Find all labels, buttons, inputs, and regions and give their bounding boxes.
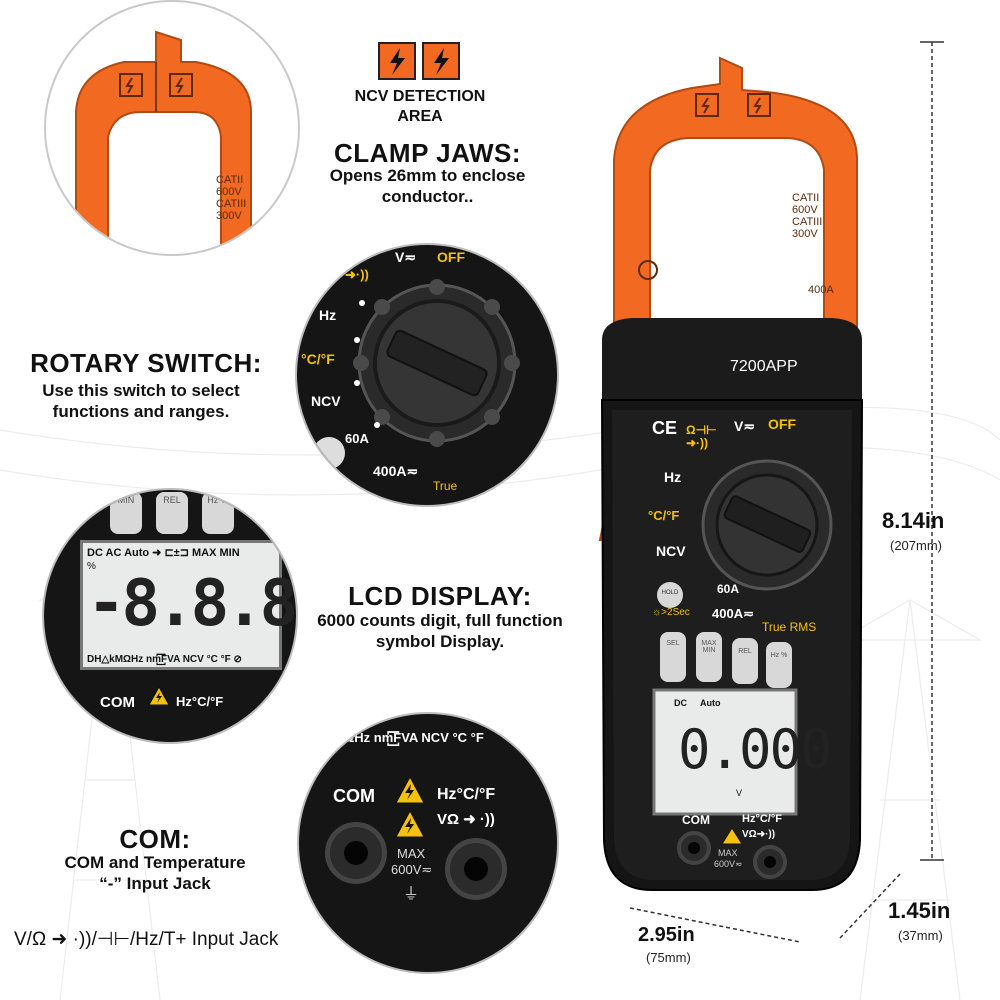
- zoom-dial-v: V≂: [395, 249, 417, 265]
- zoom-min-button: MIN: [110, 492, 142, 534]
- zoom-lcd-display: MIN REL Hz % DC AC Auto ➜ ⊏±⊐ MAX MIN % …: [42, 488, 298, 744]
- hz-button[interactable]: Hz %: [770, 652, 788, 659]
- dial-ohm-diode: Ω⊣⊢➜·)): [686, 423, 717, 450]
- zoom-lcd-hz-temp: Hz°C/°F: [176, 694, 224, 709]
- model-number: 7200APP: [730, 358, 798, 375]
- rotary-switch-title: ROTARY SWITCH:: [30, 348, 262, 378]
- max-voltage-label: 600V≂: [714, 859, 743, 869]
- zoom-dial-off: OFF: [437, 249, 465, 265]
- zoom-com-600v: 600V≂: [391, 862, 433, 877]
- dial-400a: 400A≂: [712, 606, 754, 621]
- jaw-amp-rating: 400A: [808, 284, 834, 296]
- dial-hz: Hz: [664, 469, 682, 485]
- width-mm: (75mm): [646, 950, 691, 965]
- sel-button[interactable]: SEL: [666, 640, 680, 647]
- com-jack-label: COM: [682, 813, 710, 827]
- clamp-jaws-title: CLAMP JAWS:: [333, 138, 522, 168]
- zoom-com-max: MAX: [397, 846, 426, 861]
- ncv-warning-icons: [378, 42, 460, 85]
- depth-mm: (37mm): [898, 928, 943, 943]
- zoom-dial-400a: 400A≂: [373, 463, 419, 479]
- zoom-com-label: COM: [333, 786, 375, 806]
- zoom-lcd-buttons: MIN REL Hz %: [110, 492, 234, 534]
- zoom-v-jack: [445, 838, 507, 900]
- zoom-dial-60a: 60A: [345, 431, 369, 446]
- com-title: COM:: [119, 824, 191, 854]
- zoom-com-top-row: MΩHz nm꙱FVA NCV °C °F: [333, 730, 484, 745]
- max-min-button[interactable]: MAX MIN: [701, 640, 717, 654]
- dial-60a: 60A: [717, 582, 740, 596]
- zoom-com-hz-temp: Hz°C/°F: [437, 786, 496, 803]
- zoom-dial-true: True: [433, 479, 458, 493]
- zoom-lcd-digits: -8.8.8.8: [87, 567, 296, 641]
- zoom-lcd-screen: DC AC Auto ➜ ⊏±⊐ MAX MIN % -8.8.8.8 DH△k…: [80, 540, 296, 670]
- warning-icon: [395, 776, 425, 804]
- zoom-lcd-percent: %: [87, 561, 96, 572]
- com-desc: COM and Temperature“-” Input Jack: [64, 853, 246, 894]
- height-inches: 8.14in: [882, 508, 945, 533]
- dial-ncv: NCV: [656, 543, 686, 559]
- input-jack-label: V/Ω ➜ ·))/⊣⊢/Hz/T+ Input Jack: [14, 929, 279, 950]
- zoom-lcd-top-row: DC AC Auto ➜ ⊏±⊐ MAX MIN: [87, 547, 240, 559]
- zoom-dial-ncv: NCV: [311, 393, 341, 409]
- zoom-com-jack: [325, 822, 387, 884]
- clamp-jaw-zoom-graphic: [75, 30, 252, 254]
- dial-off: OFF: [768, 416, 796, 432]
- hold-hint: ☼>2Sec: [652, 607, 690, 618]
- lightning-icon: [378, 42, 460, 80]
- zoom-com-v-ohm: VΩ ➜ ·)): [437, 811, 495, 828]
- lcd-dc-indicator: DC: [674, 698, 687, 708]
- height-mm: (207mm): [890, 538, 943, 553]
- lcd-display-title: LCD DISPLAY:: [348, 581, 532, 611]
- lcd-auto-indicator: Auto: [700, 698, 721, 708]
- zoom-dial-hz: Hz: [319, 307, 337, 323]
- depth-inches: 1.45in: [888, 898, 951, 923]
- rel-button[interactable]: REL: [738, 648, 752, 655]
- rotary-dial-zoom-graphic: [313, 279, 520, 469]
- warning-icon: [148, 686, 170, 706]
- lcd-unit: V: [736, 788, 743, 798]
- dial-true-rms: True RMS: [762, 620, 817, 634]
- zoom-rel-button: REL: [156, 492, 188, 534]
- zoom-dial-diode: ➜·)): [345, 267, 369, 282]
- clamp-meter-body: [598, 56, 864, 891]
- dial-v: V≂: [734, 418, 756, 434]
- max-label: MAX: [718, 848, 738, 858]
- zoom-hz-button: Hz %: [202, 492, 234, 534]
- zoom-rotary-switch: V≂ OFF ➜·)) Hz °C/°F NCV 60A 400A≂ True: [295, 243, 559, 507]
- hz-temp-jack-label: Hz°C/°F: [742, 813, 782, 825]
- dimension-lines: [629, 41, 944, 943]
- width-inches: 2.95in: [638, 924, 695, 946]
- hold-button[interactable]: HOLD: [661, 590, 679, 596]
- zoom-dial-temp: °C/°F: [301, 351, 335, 367]
- warning-icon: [395, 810, 425, 838]
- v-ohm-jack-label: VΩ➜·)): [742, 829, 776, 840]
- zoom-lcd-com: COM: [100, 694, 135, 711]
- zoom-lcd-bottom-row: DH△kMΩHz nm꙱FVA NCV °C °F ⊘: [87, 654, 242, 665]
- dial-temp: °C/°F: [648, 508, 680, 523]
- ground-icon: ⏚: [403, 886, 420, 903]
- ce-mark: CE: [652, 418, 678, 438]
- zoom-com-jacks: MΩHz nm꙱FVA NCV °C °F COM Hz°C/°F VΩ ➜ ·…: [297, 712, 559, 974]
- lcd-reading: 0.000: [678, 718, 833, 781]
